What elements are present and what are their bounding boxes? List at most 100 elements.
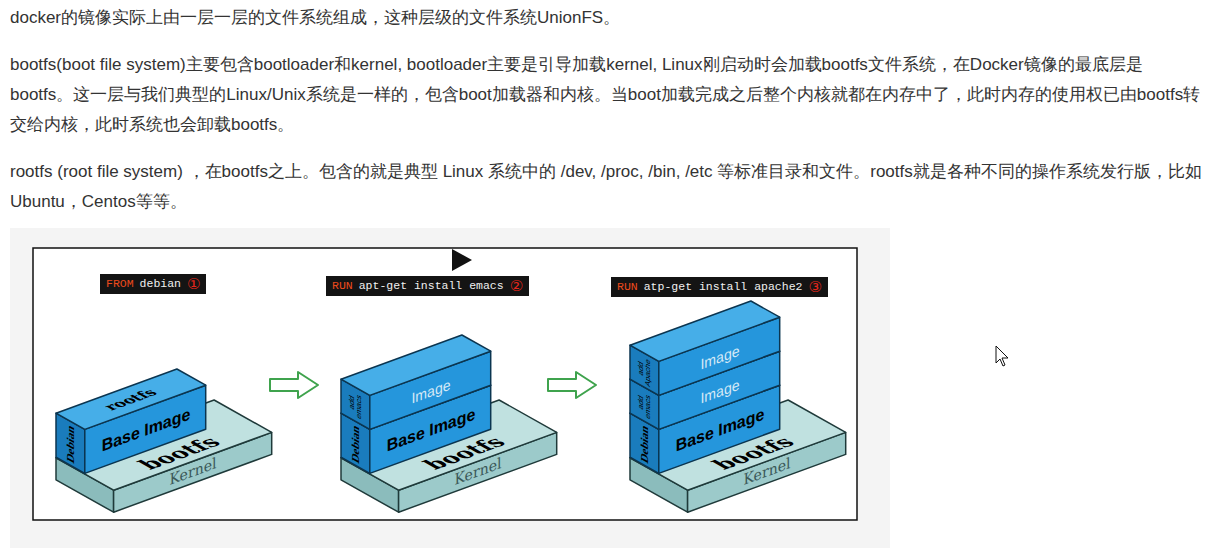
- layer-label: Image: [411, 375, 450, 406]
- face-text-holder: Kernel: [743, 456, 790, 488]
- layer-label: bootfs: [131, 433, 226, 472]
- block-front-face: [85, 386, 206, 474]
- block-left-face: [630, 414, 659, 474]
- command-box: RUN apt-get install emacs ②: [326, 276, 529, 296]
- face-text-holder: Debian: [66, 422, 76, 465]
- face-text-holder: bootfs: [707, 434, 798, 471]
- face-text-holder: Kernel: [454, 456, 501, 488]
- face-text-holder: bootfs: [418, 434, 509, 471]
- block-front-face: [399, 432, 557, 512]
- command-text: RUN: [617, 280, 638, 294]
- layer-block: add Apache Image: [627, 298, 783, 398]
- layer-label: Debian: [639, 422, 651, 466]
- face-text-holder: rootfs: [101, 387, 161, 411]
- block-left-face: [630, 346, 659, 396]
- block-front-face: [659, 386, 780, 474]
- layer-block: bootfsKernel: [338, 397, 560, 515]
- block-front-face: [688, 432, 846, 512]
- block-left-face: [630, 380, 659, 430]
- layer-label: Image: [700, 375, 739, 406]
- layer-block: rootfsDebian Base Image: [53, 366, 209, 476]
- block-left-face: [630, 458, 688, 512]
- command-box: RUNatp-get install apache2③: [611, 277, 828, 297]
- layer-label: bootfs: [416, 433, 511, 472]
- body-paragraph: rootfs (root file system) ，在bootfs之上。包含的…: [10, 157, 1202, 217]
- layer-label: bootfs: [705, 433, 800, 472]
- block-shape: [338, 397, 560, 515]
- block-top-face: [56, 400, 272, 490]
- block-top-face: [341, 400, 557, 490]
- face-text-holder: Image: [411, 376, 450, 405]
- command-text: ③: [808, 280, 821, 294]
- layer-label: Kernel: [743, 454, 790, 489]
- block-front-face: [114, 432, 272, 512]
- layer-label: Debian: [65, 422, 77, 466]
- block-front-face: [370, 352, 491, 430]
- block-top-face: [630, 369, 780, 429]
- block-top-face: [341, 369, 491, 429]
- layer-label: Base Image: [386, 404, 475, 455]
- step-arrow: [270, 372, 318, 398]
- command-text: ①: [187, 277, 200, 291]
- face-text-holder: Kernel: [169, 456, 216, 488]
- block-front-face: [370, 386, 491, 474]
- block-left-face: [341, 414, 370, 474]
- face-text-holder: Debian: [640, 422, 650, 465]
- block-shape: [338, 366, 494, 476]
- block-shape: [627, 366, 783, 476]
- block-front-face: [659, 352, 780, 430]
- block-shape: [338, 332, 494, 432]
- layer-block: add emacs Image: [627, 332, 783, 432]
- layer-block: add emacs Image: [338, 332, 494, 432]
- layer-label: Kernel: [454, 454, 501, 489]
- block-left-face: [56, 458, 114, 512]
- layer-label: Base Image: [675, 404, 764, 455]
- play-icon: [452, 249, 472, 271]
- block-left-face: [341, 380, 370, 430]
- layer-label: Kernel: [169, 454, 216, 489]
- block-front-face: [659, 318, 780, 396]
- block-top-face: [630, 301, 780, 361]
- layer-block: Debian Base Image: [338, 366, 494, 476]
- layer-label: add emacs: [347, 392, 363, 420]
- block-shape: [627, 397, 849, 515]
- face-text-holder: add Apache: [637, 352, 652, 389]
- command-box: FROM debian ①: [100, 274, 206, 294]
- face-text-holder: add emacs: [348, 386, 363, 423]
- face-text-holder: Base Image: [101, 405, 190, 454]
- command-text: debian: [140, 277, 181, 291]
- block-left-face: [56, 414, 85, 474]
- step-arrow: [548, 372, 596, 398]
- layer-label: Debian: [350, 422, 362, 466]
- command-text: apt-get install emacs: [359, 279, 504, 293]
- layer-label: Image: [700, 341, 739, 372]
- block-shape: [53, 366, 209, 476]
- figure-ground: [10, 228, 890, 548]
- text-column: docker的镜像实际上由一层一层的文件系统组成，这种层级的文件系统UnionF…: [10, 0, 1202, 234]
- body-paragraph: docker的镜像实际上由一层一层的文件系统组成，这种层级的文件系统UnionF…: [10, 3, 1202, 33]
- face-text-holder: Image: [700, 376, 739, 405]
- face-text-holder: Debian: [351, 422, 361, 465]
- command-text: ②: [510, 279, 523, 293]
- layer-label: add emacs: [636, 392, 652, 420]
- block-shape: [627, 332, 783, 432]
- mouse-cursor: [996, 346, 1008, 366]
- block-left-face: [341, 458, 399, 512]
- block-top-face: [630, 400, 846, 490]
- block-top-face: [56, 369, 206, 429]
- block-shape: [53, 397, 275, 515]
- command-text: RUN: [332, 279, 353, 293]
- layer-block: Debian Base Image: [627, 366, 783, 476]
- face-text-holder: add emacs: [637, 386, 652, 423]
- command-text: FROM: [106, 277, 134, 291]
- block-top-face: [341, 335, 491, 395]
- face-text-holder: Image: [700, 342, 739, 371]
- face-text-holder: Base Image: [386, 405, 475, 454]
- layer-label: Base Image: [101, 404, 190, 455]
- figure-frame: [33, 248, 857, 520]
- block-top-face: [630, 335, 780, 395]
- face-text-holder: bootfs: [133, 434, 224, 471]
- block-shape: [627, 298, 783, 398]
